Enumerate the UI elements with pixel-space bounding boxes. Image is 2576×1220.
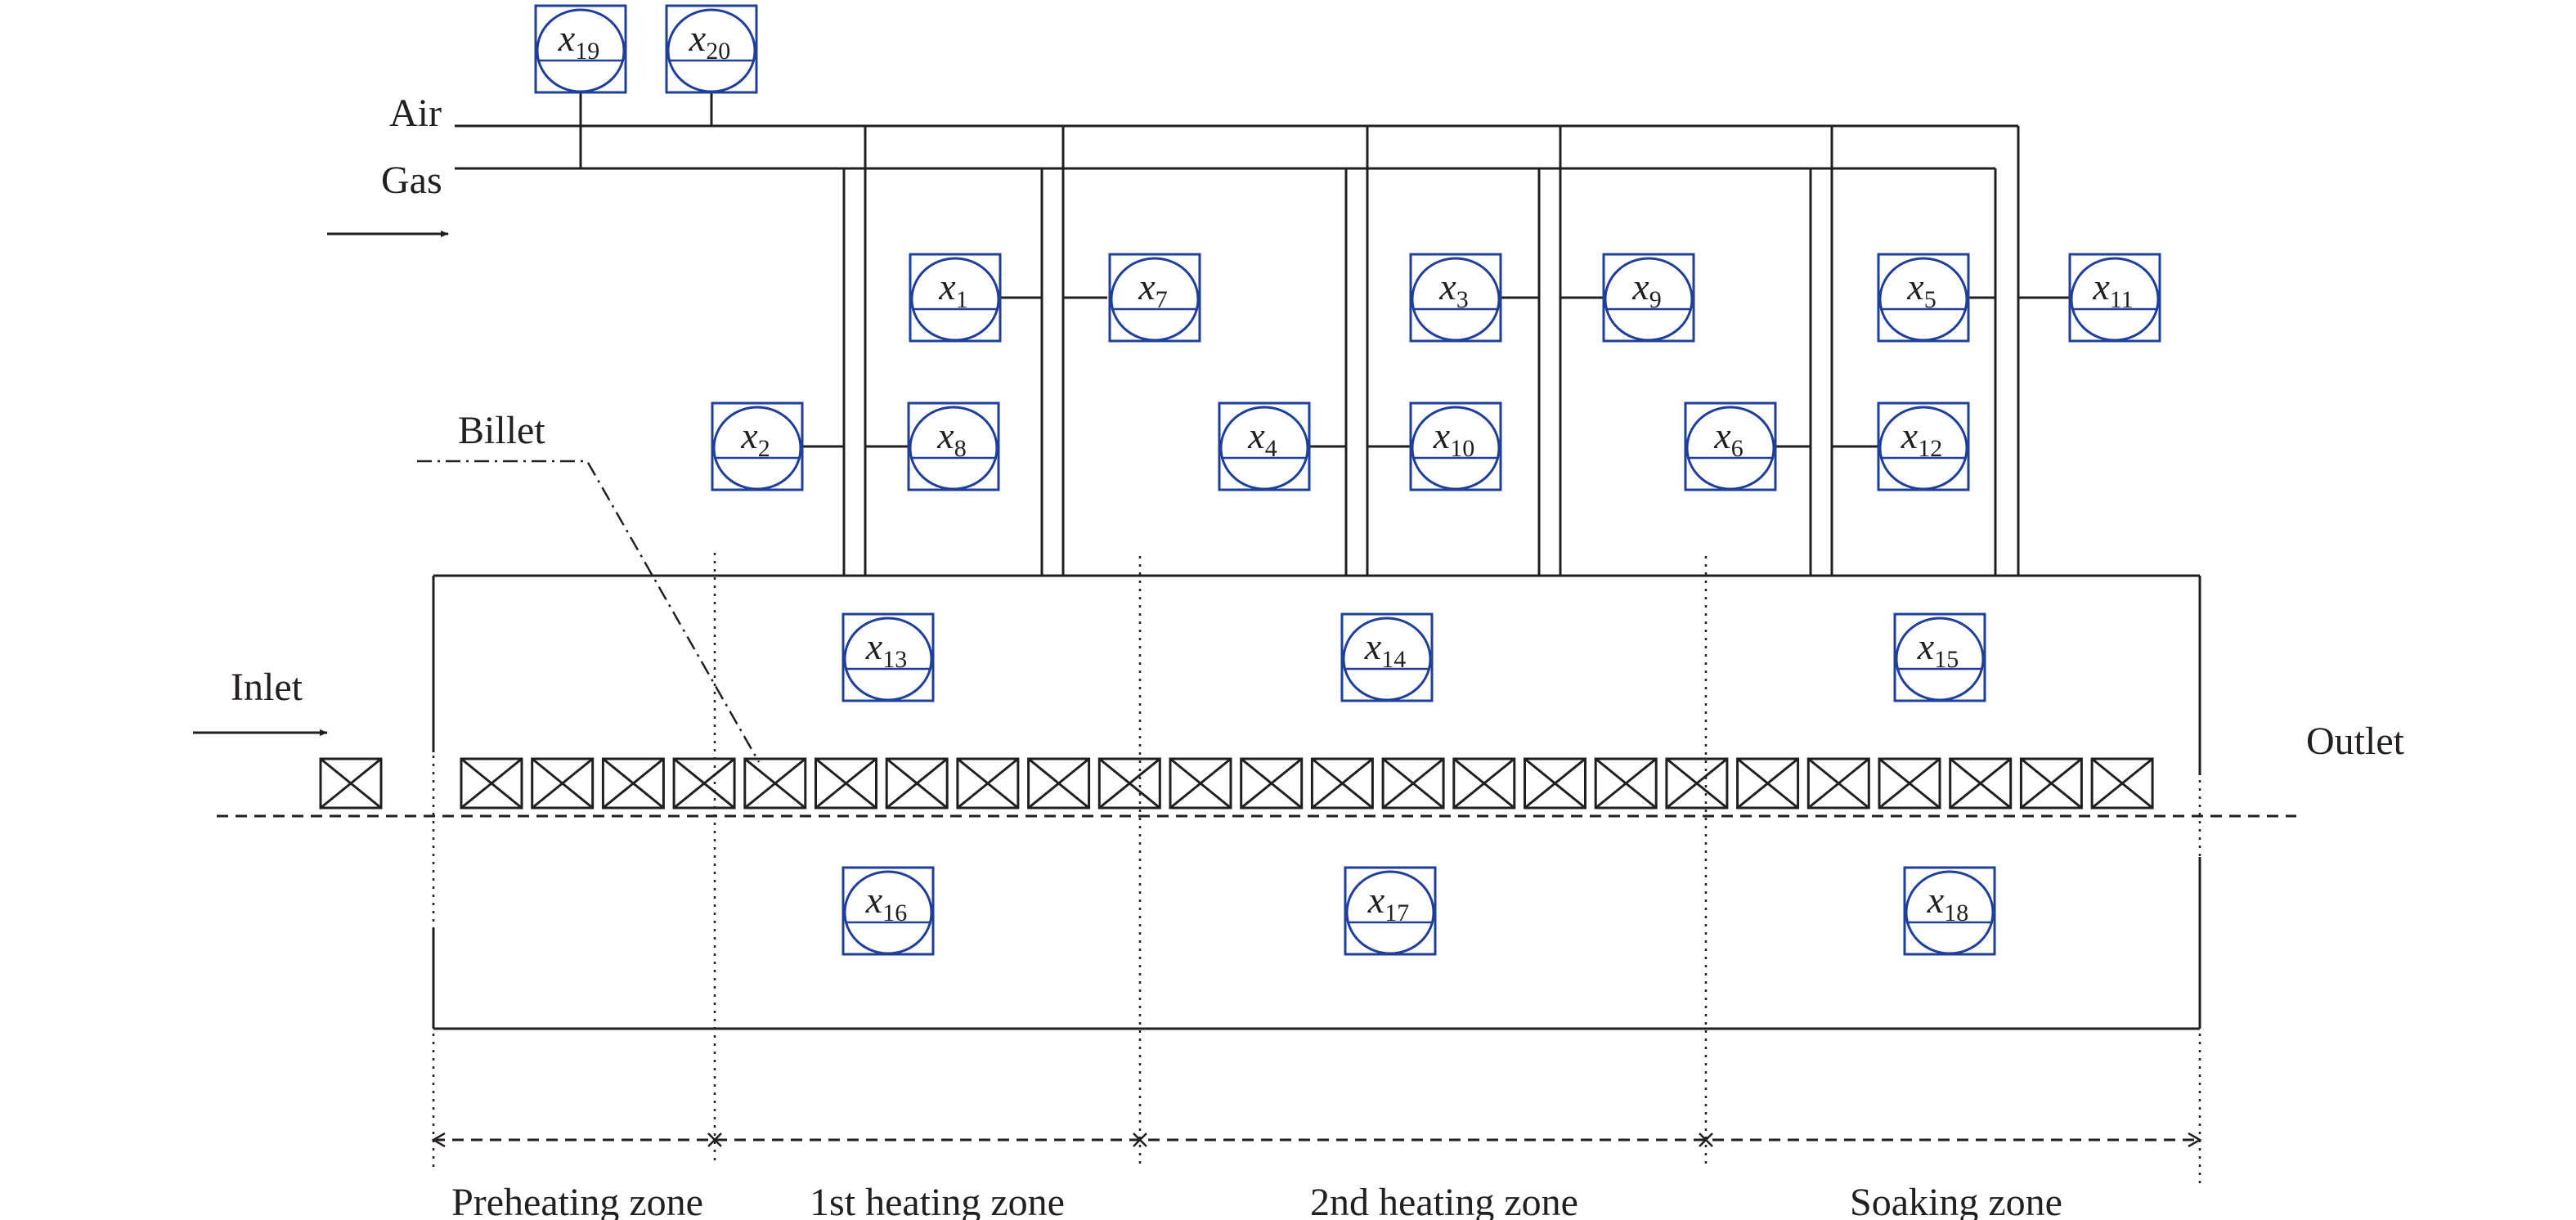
outlet-label: Outlet — [2306, 720, 2405, 763]
billet — [1665, 757, 1729, 810]
air-label: Air — [389, 92, 442, 135]
billet — [1240, 757, 1304, 810]
sensor-label: x19 — [558, 17, 599, 65]
sensor-label: x8 — [936, 415, 966, 462]
sensor-x14: x14 — [1340, 612, 1434, 702]
billet — [1452, 757, 1516, 810]
billet — [531, 757, 595, 810]
billet — [2019, 757, 2083, 810]
sensor-label: x13 — [865, 626, 907, 673]
billet-leader — [417, 460, 761, 763]
billet — [2090, 757, 2154, 810]
sensor-label: x4 — [1247, 415, 1277, 462]
sensor-label: x2 — [740, 415, 770, 462]
billet-label: Billet — [458, 409, 545, 452]
billet — [1736, 757, 1800, 810]
billet — [885, 757, 949, 810]
sensor-label: x1 — [938, 266, 967, 313]
zone-label-1st-heating: 1st heating zone — [810, 1181, 1065, 1220]
sensor-x3: x3 — [1409, 253, 1502, 343]
sensor-x13: x13 — [841, 612, 935, 702]
sensor-x17: x17 — [1344, 866, 1437, 956]
billet — [601, 757, 665, 810]
sensor-connectors — [801, 296, 2071, 448]
sensor-label: x12 — [1901, 415, 1942, 462]
sensor-label: x10 — [1433, 415, 1474, 462]
billet — [1169, 757, 1232, 810]
billet — [956, 757, 1020, 810]
sensor-label: x5 — [1906, 266, 1936, 313]
billet — [815, 757, 877, 810]
inlet-label: Inlet — [231, 666, 303, 709]
sensor-x16: x16 — [841, 866, 935, 956]
sensor-x7: x7 — [1108, 253, 1201, 343]
billet — [1097, 757, 1161, 810]
air-line — [455, 124, 2020, 576]
sensor-x10: x10 — [1409, 401, 1502, 491]
sensor-x4: x4 — [1218, 401, 1311, 491]
supply-drops — [579, 93, 1833, 576]
sensor-label: x3 — [1438, 266, 1468, 313]
billet — [743, 757, 807, 810]
gas-line — [455, 167, 1997, 576]
sensor-label: x14 — [1364, 626, 1406, 673]
billet — [1310, 757, 1374, 810]
sensor-x2: x2 — [711, 401, 804, 491]
sensor-x15: x15 — [1893, 612, 1986, 702]
zone-label-soaking: Soaking zone — [1850, 1181, 2062, 1220]
sensor-label: x18 — [1927, 879, 1968, 926]
sensor-group: x19 x20 x1 x7 x3 x9 x5 x11 x2 x8 x4 x10 x6 x12 x13 x14 x… — [534, 4, 2161, 956]
sensor-label: x6 — [1713, 415, 1743, 462]
zone-label-preheating: Preheating zone — [451, 1181, 703, 1220]
billet — [1524, 757, 1586, 810]
sensor-label: x20 — [689, 17, 730, 65]
sensor-x5: x5 — [1877, 253, 1970, 343]
billet — [1594, 757, 1658, 810]
zone-label-2nd-heating: 2nd heating zone — [1310, 1181, 1578, 1220]
sensor-label: x11 — [2092, 266, 2133, 313]
zone-span-line — [431, 1132, 2202, 1148]
sensor-label: x16 — [865, 879, 907, 926]
gas-label: Gas — [381, 159, 442, 202]
sensor-x19: x19 — [534, 4, 627, 94]
zone-dividers — [432, 553, 2201, 1186]
sensor-x12: x12 — [1877, 401, 1970, 491]
billet-row — [319, 757, 2154, 810]
sensor-x11: x11 — [2068, 253, 2161, 343]
furnace-body — [432, 574, 2201, 1030]
billet — [1381, 757, 1445, 810]
billet — [460, 757, 523, 810]
billet — [319, 757, 383, 810]
billet — [1027, 757, 1091, 810]
billet — [672, 757, 736, 810]
sensor-x1: x1 — [909, 253, 1002, 343]
sensor-x18: x18 — [1903, 866, 1996, 956]
sensor-x9: x9 — [1602, 253, 1695, 343]
sensor-label: x9 — [1631, 266, 1661, 313]
sensor-label: x7 — [1138, 266, 1167, 313]
billet — [1878, 757, 1941, 810]
sensor-x8: x8 — [907, 401, 1000, 491]
sensor-label: x15 — [1917, 626, 1959, 673]
billet — [1806, 757, 1870, 810]
billet — [1949, 757, 2013, 810]
sensor-x6: x6 — [1684, 401, 1777, 491]
sensor-label: x17 — [1367, 879, 1409, 926]
sensor-x20: x20 — [665, 4, 758, 94]
